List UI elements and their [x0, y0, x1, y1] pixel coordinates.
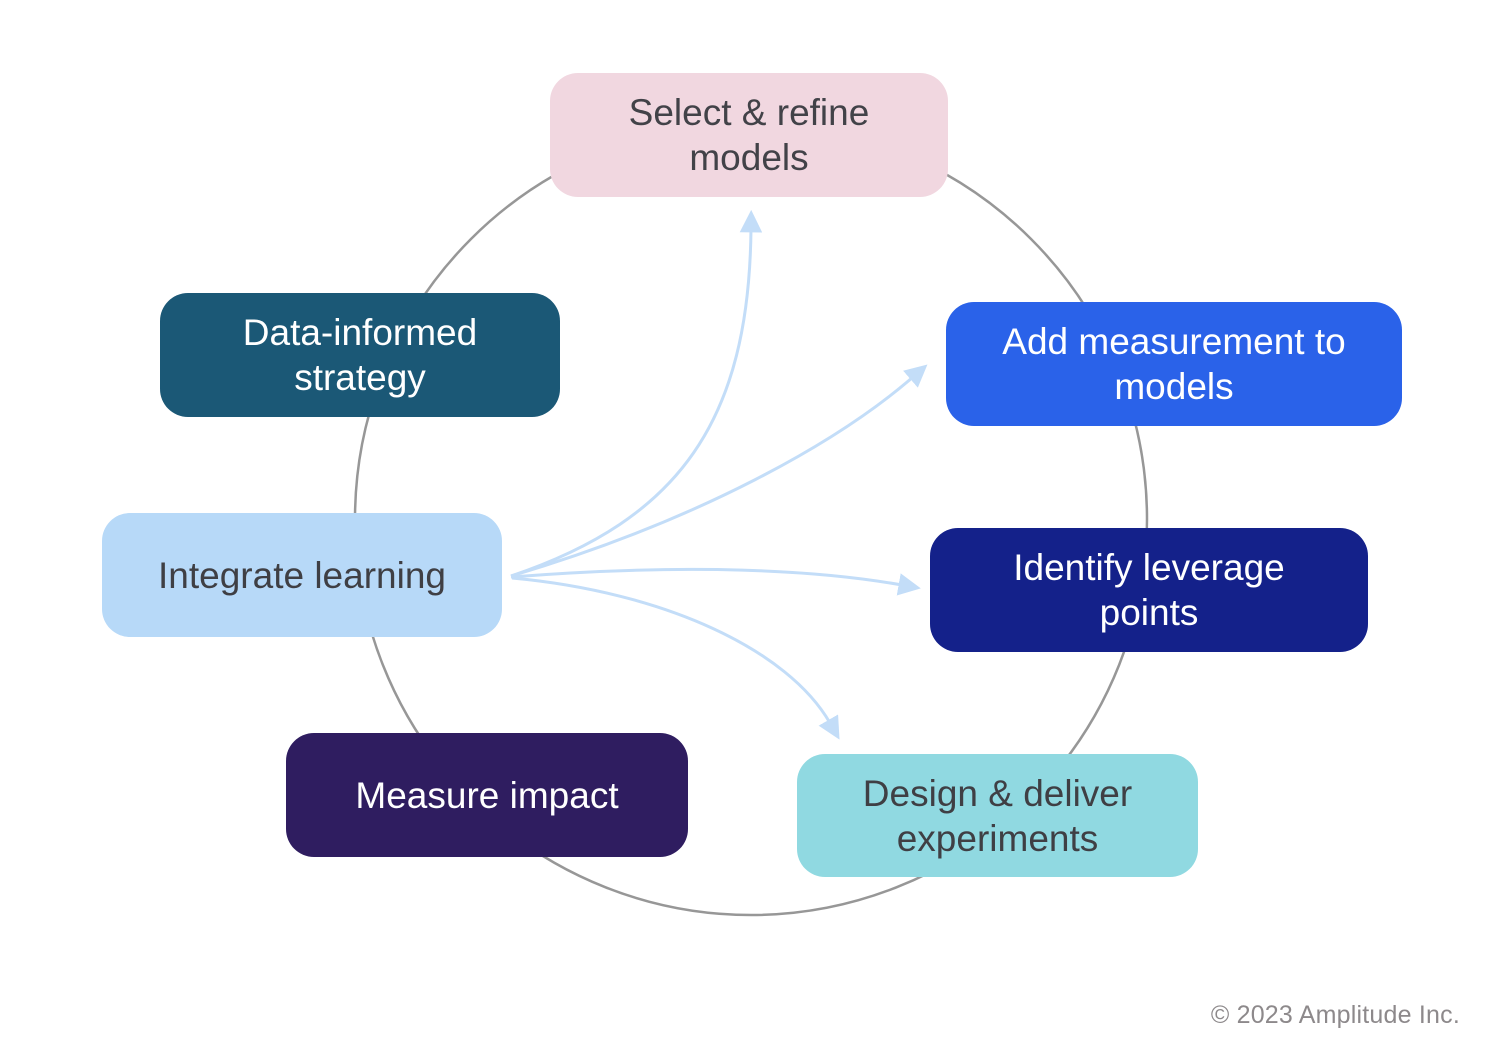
node-label: Data-informed strategy: [242, 312, 478, 398]
node-data-informed-strategy: Data-informed strategy: [160, 293, 560, 417]
node-identify-leverage-points: Identify leverage points: [930, 528, 1368, 652]
node-select-refine-models: Select & refine models: [550, 73, 948, 197]
node-measure-impact: Measure impact: [286, 733, 688, 857]
node-label: Measure impact: [355, 774, 619, 816]
node-label: Add measurement to models: [1002, 321, 1346, 407]
node-design-deliver-experiments: Design & deliver experiments: [797, 754, 1198, 877]
node-label: Select & refine models: [628, 92, 870, 178]
node-label: Integrate learning: [158, 554, 446, 596]
arrow-integrate-to-identify-leverage: [510, 567, 921, 596]
node-label: Design & deliver experiments: [862, 772, 1133, 859]
node-label: Identify leverage points: [1013, 547, 1285, 633]
copyright-text: © 2023 Amplitude Inc.: [1210, 1001, 1460, 1029]
arrow-integrate-to-design-deliver: [511, 576, 840, 740]
arrow-integrate-to-select-refine: [510, 209, 763, 578]
arrow-integrate-to-add-measurement: [510, 364, 928, 578]
node-integrate-learning: Integrate learning: [102, 513, 502, 637]
node-add-measurement-to-models: Add measurement to models: [946, 302, 1402, 426]
